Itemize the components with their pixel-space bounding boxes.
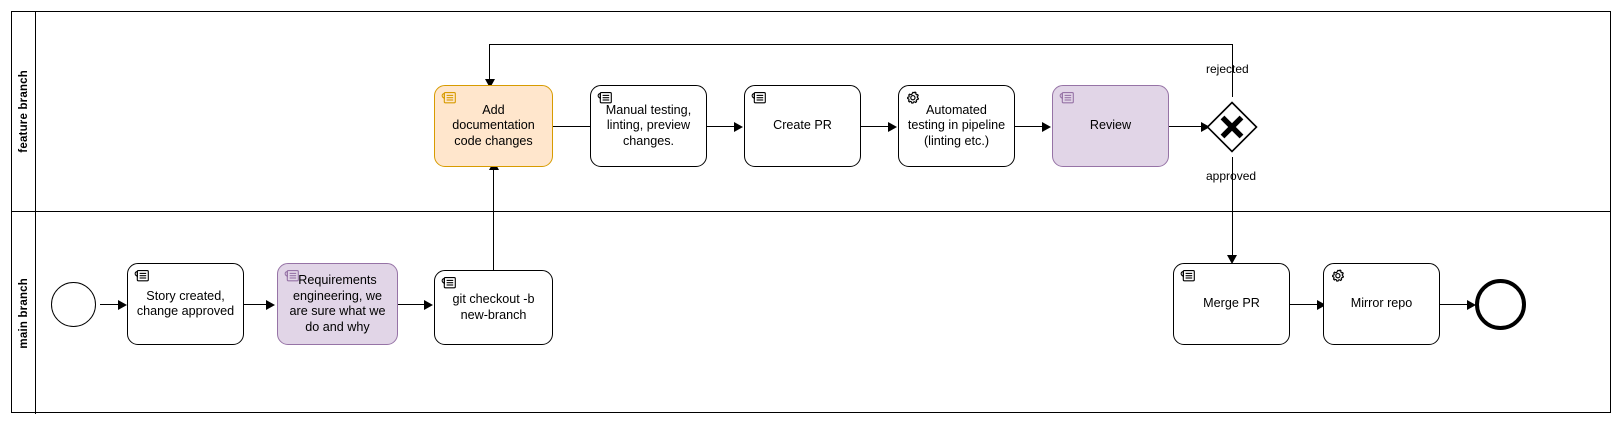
flow-createpr-to-autotest [861,126,891,128]
task-label: git checkout -b new-branch [452,292,535,322]
flow-rejected-segment-up [1231,44,1233,97]
flow-story-to-requirements [244,304,270,306]
task-label: Story created, change approved [136,288,235,319]
task-git-checkout-new-branch[interactable]: git checkout -b new-branch [434,270,553,345]
task-label: Manual testing, linting, preview changes… [605,102,692,148]
gear-icon [904,90,922,107]
lane-main-branch: main branch [12,212,1610,414]
flow-label-approved: approved [1206,169,1257,183]
flow-label-rejected: rejected [1206,62,1249,76]
manual-task-icon [750,90,768,107]
flow-mirror-to-end [1440,304,1470,306]
task-add-documentation-code-changes[interactable]: Add documentation code changes [434,85,553,167]
lane-feature-branch: feature branch [12,12,1610,212]
manual-task-icon [440,90,458,107]
manual-task-icon [133,268,151,285]
manual-task-icon [1058,90,1076,107]
manual-task-icon [283,268,301,285]
task-merge-pr[interactable]: Merge PR [1173,263,1290,345]
flow-rejected-segment-left [489,44,1233,46]
task-automated-testing-in-pipeline[interactable]: Automated testing in pipeline (linting e… [898,85,1015,167]
gateway-x-icon [1206,101,1258,153]
flow-arrowhead-autotest-to-review [1042,121,1051,132]
flow-arrowhead-mirror-to-end [1467,299,1476,310]
task-label: Merge PR [1203,296,1260,311]
lane-label-main-branch: main branch [17,277,30,349]
lane-header-feature-branch: feature branch [12,12,36,211]
flow-manualtest-to-createpr [707,126,737,128]
task-manual-testing-linting-preview[interactable]: Manual testing, linting, preview changes… [590,85,707,167]
task-label: Automated testing in pipeline (linting e… [907,102,1006,148]
flow-approved-segment-down [1231,157,1233,260]
flow-autotest-to-review [1015,126,1045,128]
task-label: Requirements engineering, we are sure wh… [289,273,386,334]
flow-arrowhead-start-to-story [118,299,127,310]
flow-arrowhead-rejected-to-adddocs [485,79,495,88]
process-pool: feature branch main branch [11,11,1611,414]
task-story-created-change-approved[interactable]: Story created, change approved [127,263,244,345]
flow-arrowhead-mergepr-to-mirror [1317,299,1326,310]
flow-adddocs-to-manualtest [553,126,590,128]
flow-review-to-gateway [1169,126,1205,128]
flow-checkout-to-adddocs [493,167,495,270]
task-requirements-engineering[interactable]: Requirements engineering, we are sure wh… [277,263,398,345]
flow-arrowhead-createpr-to-autotest [888,121,897,132]
gear-icon [1329,268,1347,285]
flow-mergepr-to-mirror [1290,304,1320,306]
manual-task-icon [1179,268,1197,285]
task-label: Add documentation code changes [452,102,535,148]
flow-arrowhead-manualtest-to-createpr [734,121,743,132]
task-create-pr[interactable]: Create PR [744,85,861,167]
flow-requirements-to-checkout [398,304,426,306]
task-label: Create PR [773,118,832,133]
flow-arrowhead-requirements-to-checkout [424,299,433,310]
flow-arrowhead-approved-to-mergepr [1227,255,1237,264]
task-mirror-repo[interactable]: Mirror repo [1323,263,1440,345]
manual-task-icon [440,275,458,292]
start-event[interactable] [51,282,96,327]
lane-header-main-branch: main branch [12,212,36,414]
flow-start-to-story [100,304,120,306]
exclusive-gateway[interactable] [1206,101,1258,153]
flow-arrowhead-review-to-gateway [1201,121,1210,132]
task-label: Review [1089,118,1132,133]
lane-label-feature-branch: feature branch [17,70,30,153]
task-label: Mirror repo [1350,296,1413,311]
flow-rejected-segment-down [489,44,491,82]
task-review[interactable]: Review [1052,85,1169,167]
end-event[interactable] [1475,279,1526,330]
flow-arrowhead-story-to-requirements [266,299,275,310]
manual-task-icon [596,90,614,107]
